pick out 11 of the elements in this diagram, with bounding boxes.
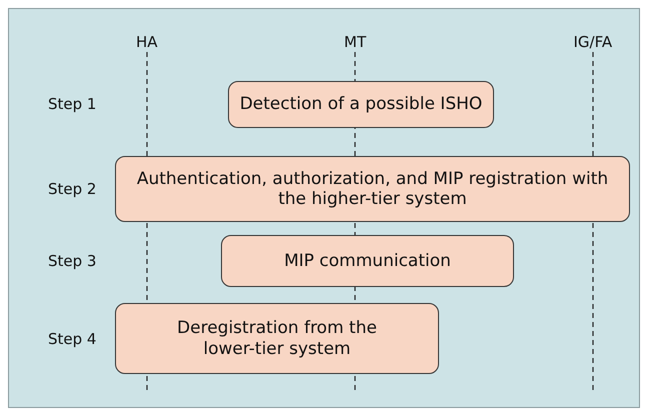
lifeline-header: HA <box>136 33 158 51</box>
step-label: Step 2 <box>48 180 96 198</box>
step-box: Deregistration from the lower-tier system <box>115 303 439 374</box>
step-label: Step 4 <box>48 330 96 348</box>
step-box: MIP communication <box>221 235 514 287</box>
step-box: Detection of a possible ISHO <box>228 81 494 128</box>
step-label: Step 1 <box>48 95 96 113</box>
step-box: Authentication, authorization, and MIP registration with the higher-tier system <box>115 156 630 222</box>
lifeline-header: MT <box>344 33 366 51</box>
lifeline-header: IG/FA <box>574 33 612 51</box>
step-label: Step 3 <box>48 252 96 270</box>
